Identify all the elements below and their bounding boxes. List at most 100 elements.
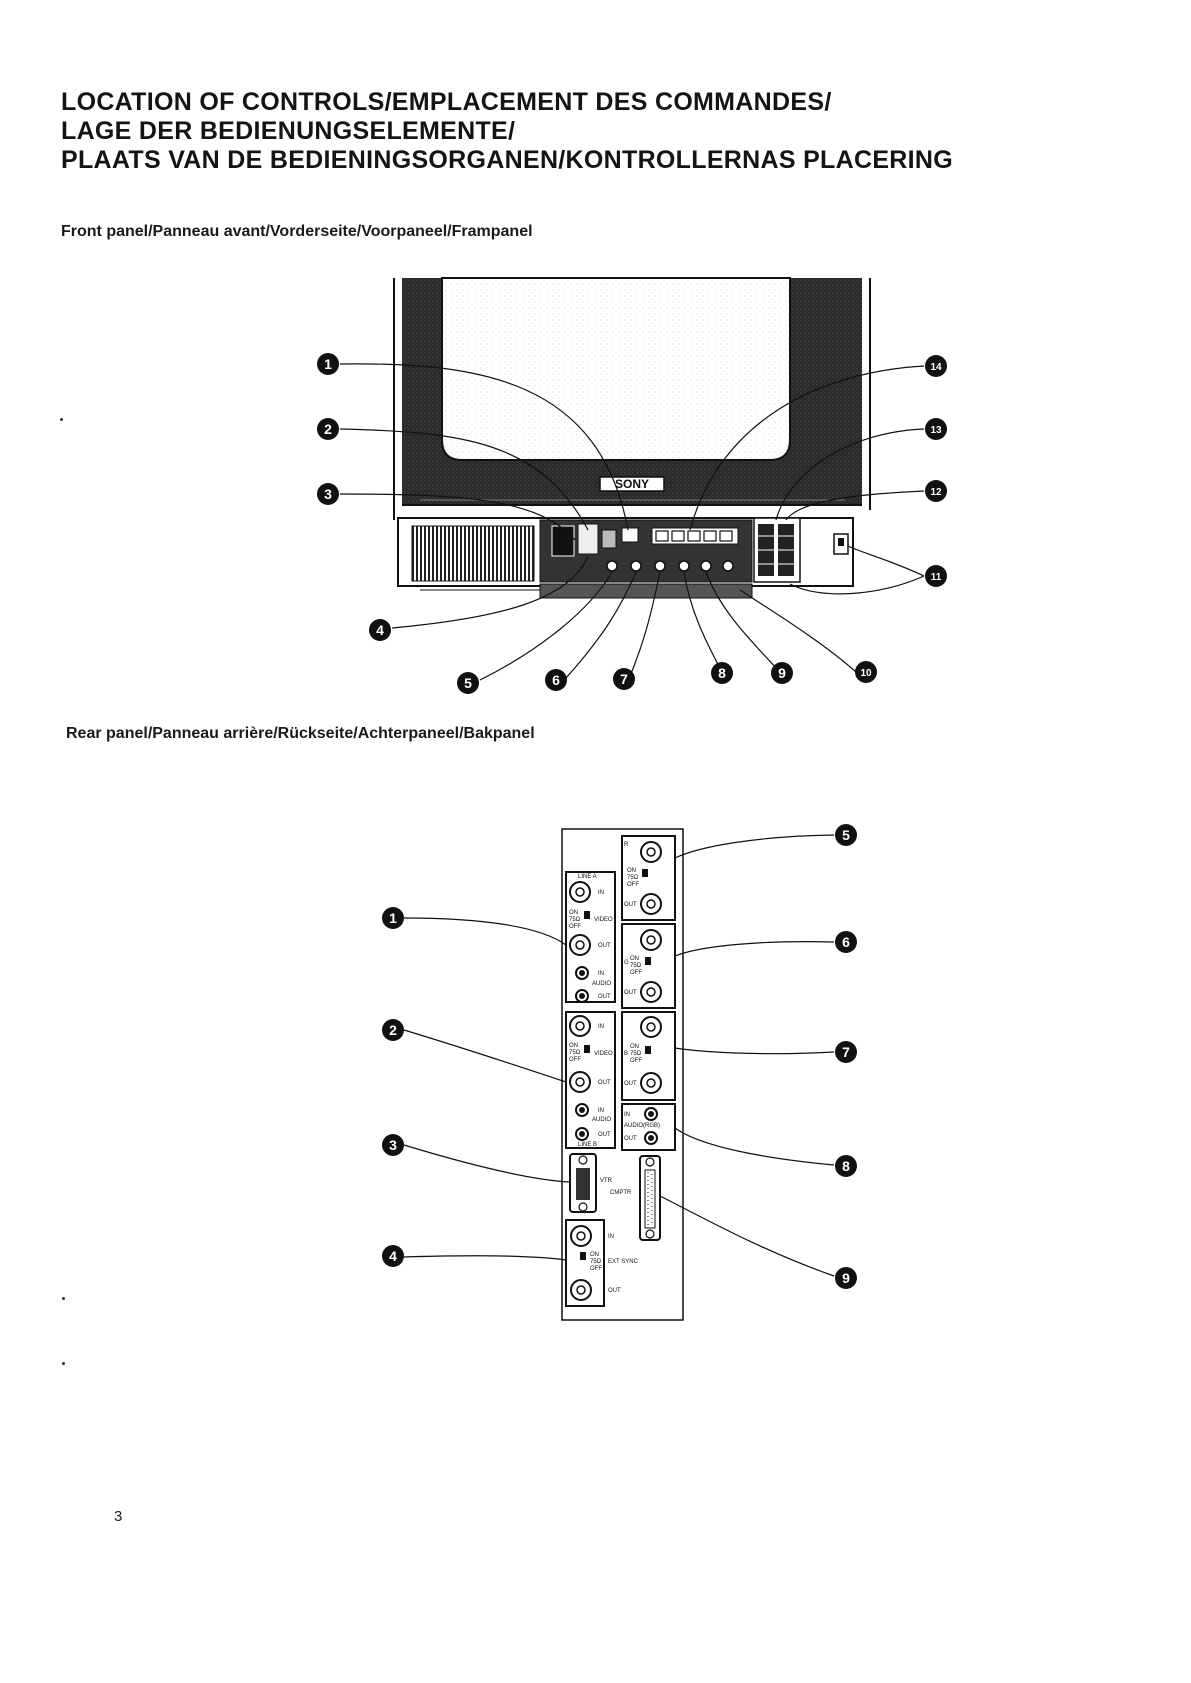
rgb-r-block: R ON 75Ω OFF OUT <box>621 835 676 921</box>
rear-callout-9: 9 <box>835 1267 857 1289</box>
rear-callout-2: 2 <box>382 1019 404 1041</box>
svg-text:1: 1 <box>389 910 397 926</box>
front-callout-6: 6 <box>545 669 567 691</box>
svg-text:8: 8 <box>842 1158 850 1174</box>
svg-text:OUT: OUT <box>624 1136 637 1142</box>
front-callout-5: 5 <box>457 672 479 694</box>
svg-text:75Ω: 75Ω <box>569 1050 581 1056</box>
svg-text:VTR: VTR <box>600 1178 613 1184</box>
svg-text:3: 3 <box>324 486 332 502</box>
rear-callout-1: 1 <box>382 907 404 929</box>
svg-text:9: 9 <box>778 665 786 681</box>
svg-text:R: R <box>624 842 629 848</box>
front-panel-diagram: SONY <box>317 277 947 694</box>
svg-text:OFF: OFF <box>569 924 581 930</box>
svg-text:2: 2 <box>324 421 332 437</box>
svg-text:75Ω: 75Ω <box>630 1051 642 1057</box>
svg-text:14: 14 <box>930 362 942 373</box>
tv-screen <box>441 277 791 461</box>
front-callout-4: 4 <box>369 619 391 641</box>
svg-text:1: 1 <box>324 356 332 372</box>
svg-text:5: 5 <box>464 675 472 691</box>
vtr-connector: VTR <box>569 1153 613 1213</box>
front-callout-13: 13 <box>925 418 947 440</box>
svg-text:OFF: OFF <box>569 1057 581 1063</box>
svg-text:4: 4 <box>389 1248 397 1264</box>
front-callout-11: 11 <box>925 565 947 587</box>
line-b-block: IN ON 75Ω OFF VIDEO OUT IN AUDIO OUT LIN… <box>565 1011 616 1149</box>
rear-callout-3: 3 <box>382 1134 404 1156</box>
svg-text:G: G <box>624 960 629 966</box>
svg-text:6: 6 <box>552 672 560 688</box>
tv-cabinet: SONY <box>393 277 871 520</box>
svg-text:OUT: OUT <box>598 1132 611 1138</box>
svg-text:75Ω: 75Ω <box>590 1259 602 1265</box>
svg-text:CMPTR: CMPTR <box>610 1190 632 1196</box>
svg-text:7: 7 <box>620 671 628 687</box>
page-title: LOCATION OF CONTROLS/EMPLACEMENT DES COM… <box>61 88 953 175</box>
rear-panel-caption: Rear panel/Panneau arrière/Rückseite/Ach… <box>66 725 535 742</box>
rear-callout-7: 7 <box>835 1041 857 1063</box>
svg-text:75Ω: 75Ω <box>630 963 642 969</box>
svg-text:9: 9 <box>842 1270 850 1286</box>
svg-text:2: 2 <box>389 1022 397 1038</box>
front-callout-14: 14 <box>925 355 947 377</box>
svg-text:10: 10 <box>860 668 872 679</box>
scan-speck <box>62 1297 65 1300</box>
svg-text:ON: ON <box>569 1043 578 1049</box>
svg-text:OUT: OUT <box>598 994 611 1000</box>
svg-text:IN: IN <box>598 971 604 977</box>
front-callout-7: 7 <box>613 668 635 690</box>
title-line-2: LAGE DER BEDIENUNGSELEMENTE/ <box>61 117 516 145</box>
svg-text:3: 3 <box>389 1137 397 1153</box>
ext-sync-block: IN ON 75Ω OFF EXT SYNC OUT <box>565 1219 639 1307</box>
svg-text:VIDEO: VIDEO <box>594 917 613 923</box>
svg-text:LINE B: LINE B <box>578 1142 597 1148</box>
scan-speck <box>60 418 63 421</box>
line-a-block: LINE A IN ON 75Ω OFF VIDEO OUT IN AUDIO … <box>565 871 616 1003</box>
svg-text:B: B <box>624 1051 628 1057</box>
line-select-button[interactable] <box>577 523 599 555</box>
svg-text:IN: IN <box>608 1234 614 1240</box>
svg-text:ON: ON <box>569 910 578 916</box>
button-row <box>651 527 739 545</box>
svg-text:VIDEO: VIDEO <box>594 1051 613 1057</box>
svg-text:OUT: OUT <box>598 943 611 949</box>
front-callout-12: 12 <box>925 480 947 502</box>
svg-text:IN: IN <box>598 890 604 896</box>
svg-text:ON: ON <box>630 1044 639 1050</box>
svg-text:OFF: OFF <box>590 1266 602 1272</box>
svg-text:OFF: OFF <box>627 882 639 888</box>
svg-text:OUT: OUT <box>624 902 637 908</box>
title-line-1: LOCATION OF CONTROLS/EMPLACEMENT DES COM… <box>61 88 832 116</box>
knob-row <box>606 560 734 572</box>
svg-text:LINE A: LINE A <box>578 874 597 880</box>
svg-text:8: 8 <box>718 665 726 681</box>
front-callout-1: 1 <box>317 353 339 375</box>
svg-text:4: 4 <box>376 622 384 638</box>
front-control-section <box>397 517 854 599</box>
cmptr-connector: CMPTR <box>610 1155 661 1241</box>
svg-text:75Ω: 75Ω <box>627 875 639 881</box>
svg-text:7: 7 <box>842 1044 850 1060</box>
rgb-g-block: G ON 75Ω OFF OUT <box>621 923 676 1009</box>
scan-speck <box>62 1362 65 1365</box>
speaker-grille <box>411 525 535 582</box>
svg-text:OUT: OUT <box>598 1080 611 1086</box>
svg-text:OUT: OUT <box>608 1288 621 1294</box>
front-callout-8: 8 <box>711 662 733 684</box>
svg-text:5: 5 <box>842 827 850 843</box>
svg-text:75Ω: 75Ω <box>569 917 581 923</box>
svg-text:IN: IN <box>624 1112 630 1118</box>
front-callout-10: 10 <box>855 661 877 683</box>
front-leader-lines <box>339 363 925 681</box>
front-panel-caption: Front panel/Panneau avant/Vorderseite/Vo… <box>61 223 533 240</box>
svg-text:OFF: OFF <box>630 970 642 976</box>
svg-text:AUDIO: AUDIO <box>592 981 611 987</box>
svg-text:ON: ON <box>627 868 636 874</box>
svg-text:ON: ON <box>590 1252 599 1258</box>
front-callout-3: 3 <box>317 483 339 505</box>
svg-text:IN: IN <box>598 1024 604 1030</box>
svg-text:6: 6 <box>842 934 850 950</box>
rear-leader-lines <box>403 834 835 1277</box>
